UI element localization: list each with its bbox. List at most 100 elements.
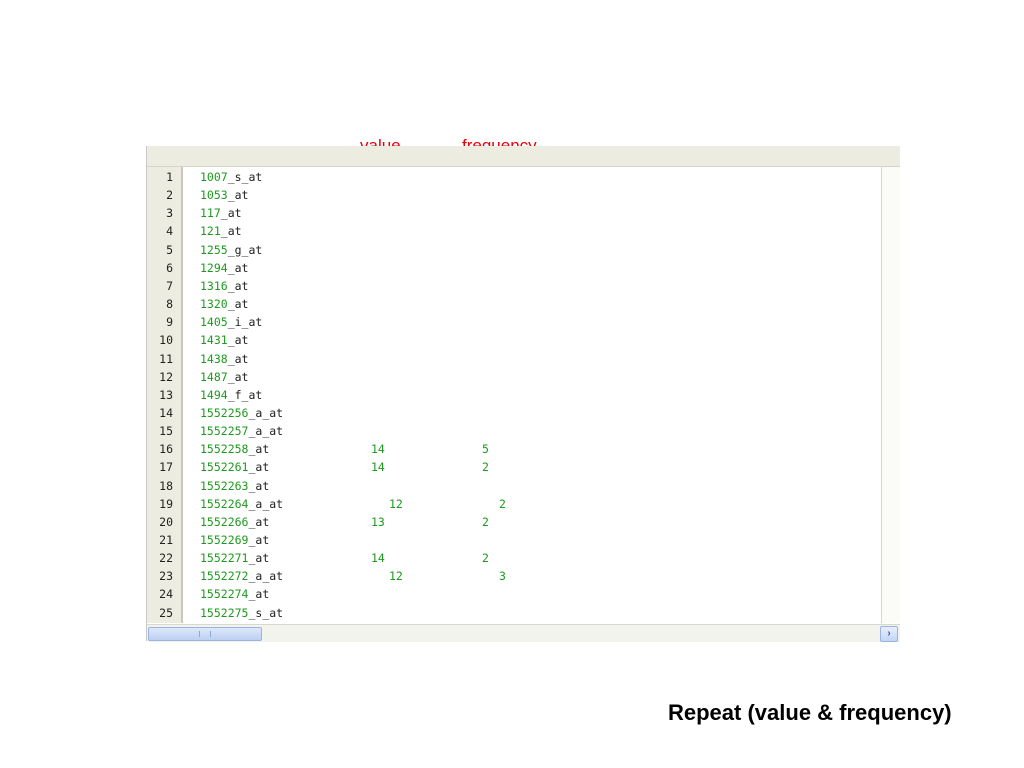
probe-suffix: _a_at: [248, 405, 284, 420]
probe-number: 1316: [200, 278, 228, 293]
probe-id: 1552269_at: [200, 531, 269, 549]
vertical-scrollbar[interactable]: [881, 167, 900, 623]
line-number: 17: [159, 460, 173, 475]
probe-suffix: _at: [227, 369, 249, 384]
probe-suffix: _at: [248, 478, 270, 493]
value-cell: 14: [371, 460, 385, 475]
probe-id: 1053_at: [200, 186, 248, 204]
probe-number: 1320: [200, 297, 228, 312]
probe-id: 1487_at: [200, 368, 248, 386]
probe-number: 1552272: [200, 569, 249, 584]
scroll-right-button[interactable]: ›: [880, 626, 898, 642]
value-cell: 14: [371, 442, 385, 457]
probe-id: 1552263_at: [200, 477, 269, 495]
line-number: 5: [166, 242, 173, 257]
probe-number: 1431: [200, 333, 228, 348]
table-row: 18 1552263_at: [147, 477, 877, 495]
line-number: 8: [166, 297, 173, 312]
probe-number: 117: [200, 206, 221, 221]
probe-id: 1552266_at: [200, 513, 269, 531]
line-number: 1: [166, 170, 173, 184]
probe-number: 1552257: [200, 424, 249, 439]
table-row: 5 1255_g_at: [147, 241, 877, 259]
table-row: 11 1438_at: [147, 350, 877, 368]
probe-id: 1438_at: [200, 350, 248, 368]
probe-suffix: _f_at: [227, 387, 263, 402]
probe-id: 1007_s_at: [200, 168, 262, 186]
probe-number: 1255: [200, 242, 228, 257]
probe-suffix: _at: [227, 188, 249, 203]
probe-number: 1438: [200, 351, 228, 366]
line-number: 18: [159, 478, 173, 493]
table-row: 4 121_at: [147, 222, 877, 240]
line-number: 25: [159, 605, 173, 620]
probe-suffix: _at: [248, 514, 270, 529]
probe-number: 1487: [200, 369, 228, 384]
probe-id: 1552271_at: [200, 549, 269, 567]
value-cell: 12: [389, 569, 403, 584]
probe-id: 1294_at: [200, 259, 248, 277]
line-number: 22: [159, 551, 173, 566]
probe-suffix: _a_at: [248, 569, 284, 584]
horizontal-scrollbar[interactable]: ›: [147, 624, 900, 642]
probe-suffix: _at: [227, 351, 249, 366]
line-number-gutter: [147, 167, 183, 623]
probe-suffix: _at: [248, 460, 270, 475]
frequency-cell: 2: [482, 514, 489, 529]
probe-id: 121_at: [200, 222, 242, 240]
probe-suffix: _at: [248, 442, 270, 457]
probe-suffix: _at: [220, 206, 242, 221]
line-number: 7: [166, 278, 173, 293]
probe-id: 1552258_at: [200, 440, 269, 458]
probe-number: 1552271: [200, 551, 249, 566]
table-row: 16 1552258_at 14 5: [147, 440, 877, 458]
horizontal-scroll-thumb[interactable]: [148, 627, 262, 641]
slide-caption: Repeat (value & frequency): [668, 700, 952, 725]
frequency-cell: 2: [482, 460, 489, 475]
probe-suffix: _at: [248, 587, 270, 602]
probe-id: 1552272_a_at: [200, 567, 283, 585]
probe-number: 121: [200, 224, 221, 239]
line-number: 10: [159, 333, 173, 348]
probe-suffix: _g_at: [227, 242, 263, 257]
probe-number: 1552274: [200, 587, 249, 602]
probe-number: 1405: [200, 315, 228, 330]
probe-suffix: _at: [227, 297, 249, 312]
line-number: 19: [159, 496, 173, 511]
probe-id: 1552261_at: [200, 458, 269, 476]
line-number: 16: [159, 442, 173, 457]
probe-suffix: _a_at: [248, 496, 284, 511]
probe-number: 1552269: [200, 533, 249, 547]
chevron-right-icon: ›: [887, 628, 891, 639]
probe-number: 1552263: [200, 478, 249, 493]
line-number: 11: [159, 351, 173, 366]
frequency-cell: 5: [482, 442, 489, 457]
probe-suffix: _at: [248, 533, 270, 547]
probe-number: 1053: [200, 188, 228, 203]
line-number: 23: [159, 569, 173, 584]
probe-suffix: _at: [220, 224, 242, 239]
line-number: 13: [159, 387, 173, 402]
probe-suffix: _i_at: [227, 315, 263, 330]
probe-suffix: _s_at: [227, 170, 263, 184]
probe-suffix: _at: [227, 260, 249, 275]
probe-id: 1255_g_at: [200, 241, 262, 259]
probe-suffix: _at: [248, 551, 270, 566]
probe-number: 1294: [200, 260, 228, 275]
line-number: 4: [166, 224, 173, 239]
probe-suffix: _s_at: [248, 605, 284, 620]
